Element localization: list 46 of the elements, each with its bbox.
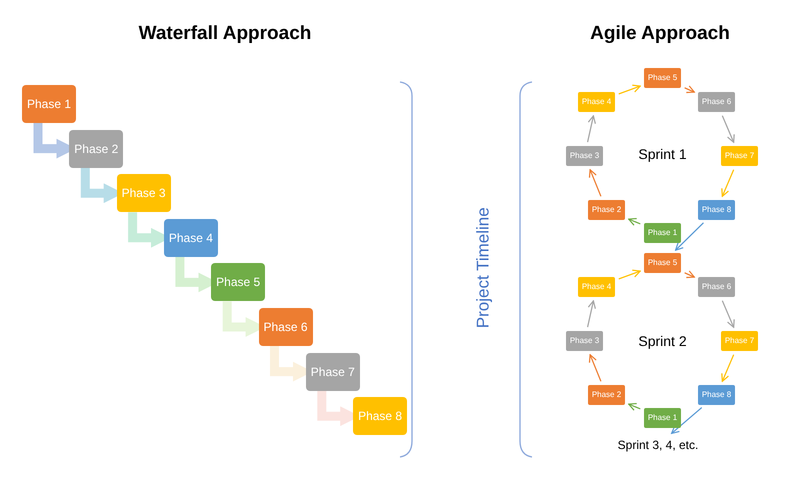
phase-box: Phase 2: [588, 200, 625, 220]
axis-label: Project Timeline: [472, 206, 494, 330]
arrow: [674, 222, 704, 251]
arrow: [618, 84, 641, 94]
phase-box: Phase 4: [164, 218, 218, 257]
phase-box: Phase 3: [566, 146, 603, 166]
arrow: [587, 300, 596, 328]
arrow: [628, 402, 641, 411]
phase-box: Phase 5: [644, 68, 681, 88]
phase-box: Phase 2: [588, 385, 625, 405]
arrow: [588, 354, 602, 382]
arrow: [722, 300, 735, 328]
arrow: [722, 115, 735, 143]
arrow: [628, 218, 641, 226]
phase-box: Phase 1: [644, 408, 681, 428]
phase-box: Phase 2: [69, 130, 124, 168]
phase-box: Phase 8: [353, 397, 408, 436]
arrow: [721, 354, 734, 382]
note-text: Sprint 3, 4, etc.: [598, 436, 718, 454]
phase-box: Phase 5: [644, 253, 681, 273]
arrow: [684, 270, 695, 278]
phase-box: Phase 3: [116, 174, 171, 212]
phase-box: Phase 1: [22, 85, 76, 123]
phase-box: Phase 6: [258, 308, 312, 346]
phase-box: Phase 3: [566, 331, 603, 351]
phase-box: Phase 1: [644, 223, 681, 243]
arrow: [588, 169, 602, 197]
arrow: [684, 85, 695, 94]
section-heading: Waterfall Approach: [138, 22, 312, 46]
phase-box: Phase 4: [578, 92, 615, 112]
arrow: [670, 407, 702, 434]
phase-box: Phase 6: [698, 277, 735, 297]
section-heading: Agile Approach: [589, 22, 731, 46]
phase-box: Phase 8: [698, 385, 735, 405]
arrow: [721, 169, 734, 197]
phase-box: Phase 4: [578, 277, 615, 297]
phase-box: Phase 5: [211, 263, 266, 302]
phase-box: Phase 7: [721, 146, 758, 166]
phase-box: Phase 8: [698, 200, 735, 220]
phase-box: Phase 7: [721, 331, 758, 351]
phase-box: Phase 6: [698, 92, 735, 112]
arrow: [618, 270, 641, 280]
group-label: Sprint 1: [637, 145, 688, 164]
phase-box: Phase 7: [306, 352, 360, 391]
group-label: Sprint 2: [637, 332, 688, 351]
arrow: [587, 115, 596, 142]
